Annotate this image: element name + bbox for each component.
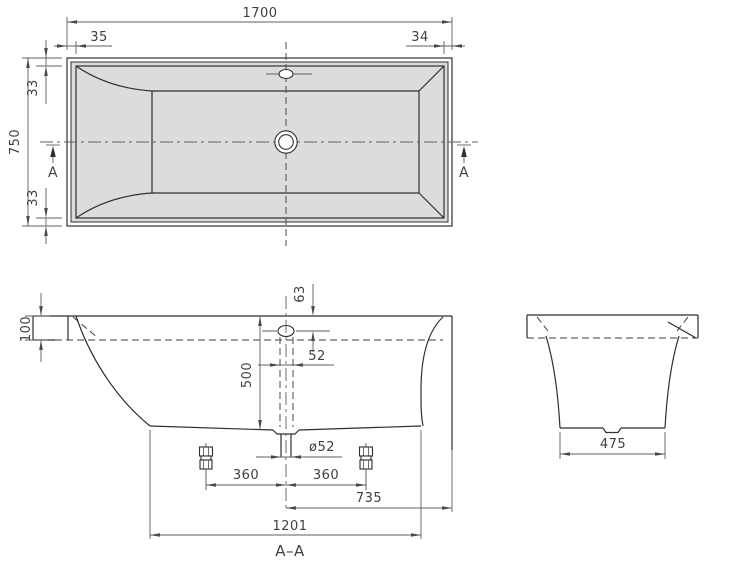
dim-drain-diameter: ø52 (256, 440, 342, 459)
section-marker-right: A (457, 144, 471, 181)
dim-depth-text: 500 (240, 362, 255, 388)
section-outline (32, 315, 453, 512)
dim-foot-spacing-left-text: 360 (233, 468, 259, 483)
dim-overflow-height-text: 63 (293, 285, 308, 303)
overflow-pipe-hidden (279, 337, 294, 427)
end-outline (526, 314, 699, 434)
end-view: 475 (526, 314, 699, 459)
dim-width-text: 750 (8, 129, 23, 155)
dim-rim-bottom: 33 (26, 188, 62, 244)
dim-corner-right-text: 34 (411, 30, 429, 45)
dim-width: 750 (8, 57, 62, 227)
dim-base-width: 475 (559, 432, 666, 459)
dim-rim-height: 100 (19, 293, 50, 362)
dim-drain-to-end-text: 735 (356, 491, 382, 506)
section-marker-left-text: A (48, 165, 58, 181)
dim-rim-top-text: 33 (26, 79, 41, 97)
dim-foot-spacing: 360 360 (205, 468, 367, 490)
dim-rim-height-text: 100 (19, 316, 34, 342)
dim-corner-right: 34 (406, 30, 465, 54)
dim-foot-spacing-right-text: 360 (313, 468, 339, 483)
dim-overflow-width-text: 52 (308, 349, 326, 364)
break-mark (667, 321, 697, 339)
dim-overflow-width: 52 (258, 349, 334, 367)
dim-drain-to-end: 735 (286, 491, 452, 510)
dim-rim-top: 33 (26, 40, 62, 104)
dim-rim-bottom-text: 33 (26, 189, 41, 207)
dim-drain-diameter-text: ø52 (309, 440, 335, 455)
dim-overflow-height: 63 (293, 284, 315, 352)
section-view: 100 63 52 500 ø52 (19, 284, 453, 560)
dim-base-length-text: 1201 (272, 519, 307, 534)
section-marker-right-text: A (459, 165, 469, 181)
plan-view: 1700 35 34 750 33 (8, 6, 478, 246)
dim-length-text: 1700 (242, 6, 277, 21)
dim-depth: 500 (240, 316, 262, 430)
dim-base-width-text: 475 (600, 437, 626, 452)
hidden-wall-edges-end (536, 316, 689, 332)
dim-corner-left: 35 (54, 30, 112, 54)
dim-corner-left-text: 35 (90, 30, 108, 45)
dim-length: 1700 (66, 6, 453, 50)
hidden-wall-edge-left (72, 316, 99, 339)
overflow-section (262, 324, 330, 427)
drain-tailpipe (280, 434, 292, 457)
drain-hole-plan (274, 130, 298, 154)
section-marker-left: A (46, 144, 60, 181)
section-label: A–A (275, 542, 305, 560)
overflow-hole-plan (266, 68, 312, 80)
dim-base-length: 1201 (149, 430, 422, 539)
